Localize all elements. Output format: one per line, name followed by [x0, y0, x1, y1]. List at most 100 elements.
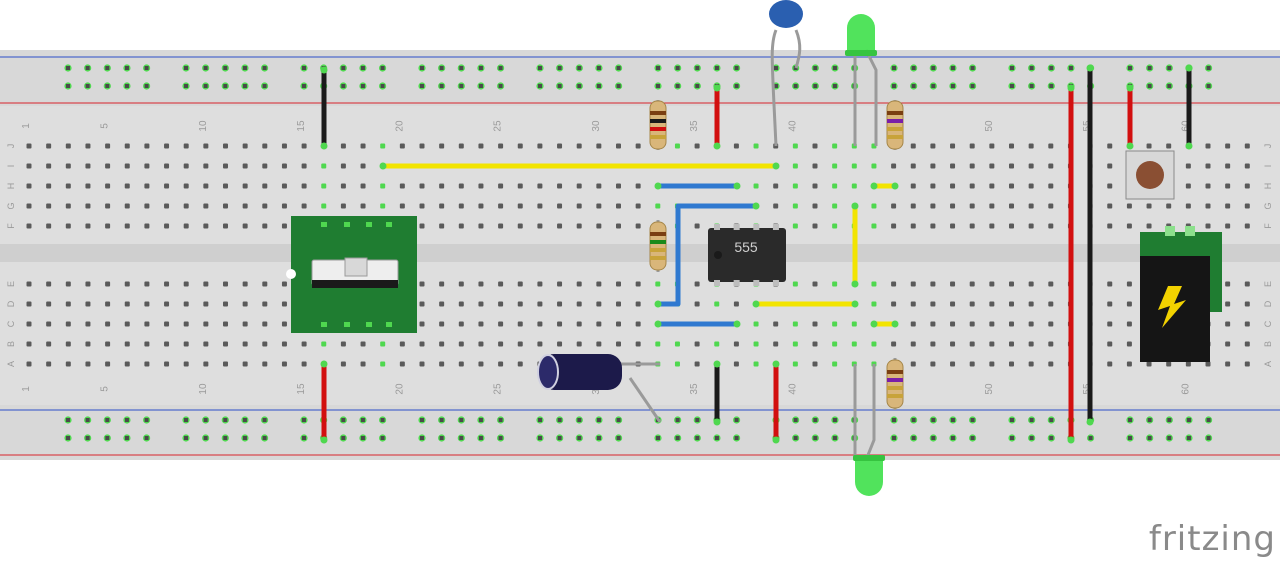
- hole: [66, 282, 71, 287]
- rail-hole-center: [1128, 418, 1132, 422]
- hole: [911, 282, 916, 287]
- rail-hole-center: [1148, 436, 1152, 440]
- hole: [478, 322, 483, 327]
- hole: [1048, 144, 1053, 149]
- hole: [439, 184, 444, 189]
- hole: [950, 322, 955, 327]
- hole: [439, 302, 444, 307]
- column-label-bottom: 15: [296, 383, 307, 395]
- hole: [832, 362, 837, 367]
- hole: [302, 184, 307, 189]
- hole: [321, 342, 326, 347]
- wire-yellow-end: [892, 321, 899, 328]
- hole: [891, 342, 896, 347]
- hole: [400, 184, 405, 189]
- hole: [66, 184, 71, 189]
- hole: [577, 204, 582, 209]
- hole: [439, 204, 444, 209]
- hole: [243, 302, 248, 307]
- rail-hole-center: [145, 66, 149, 70]
- hole: [282, 164, 287, 169]
- column-label-top: 1: [21, 123, 32, 129]
- hole: [813, 224, 818, 229]
- hole: [754, 184, 759, 189]
- hole: [596, 144, 601, 149]
- rail-hole-center: [341, 436, 345, 440]
- hole: [459, 204, 464, 209]
- hole: [813, 282, 818, 287]
- rail-hole-center: [479, 84, 483, 88]
- hole: [498, 282, 503, 287]
- hole: [793, 322, 798, 327]
- hole: [773, 184, 778, 189]
- hole: [282, 362, 287, 367]
- hole: [537, 322, 542, 327]
- hole: [773, 342, 778, 347]
- hole: [27, 362, 32, 367]
- hole: [1206, 184, 1211, 189]
- hole: [989, 144, 994, 149]
- hole: [871, 164, 876, 169]
- hole: [223, 184, 228, 189]
- hole: [773, 204, 778, 209]
- rail-hole-center: [577, 66, 581, 70]
- hole: [125, 184, 130, 189]
- hole: [577, 224, 582, 229]
- hole: [125, 282, 130, 287]
- rail-hole-center: [223, 66, 227, 70]
- rail-hole-center: [597, 436, 601, 440]
- hole: [537, 282, 542, 287]
- hole: [66, 322, 71, 327]
- hole: [596, 322, 601, 327]
- hole: [420, 342, 425, 347]
- hole: [754, 342, 759, 347]
- hole: [557, 342, 562, 347]
- rail-hole-center: [617, 436, 621, 440]
- hole: [243, 362, 248, 367]
- hole: [754, 362, 759, 367]
- row-label: E: [6, 281, 16, 287]
- wire-red-end: [773, 361, 780, 368]
- ic-pin: [714, 224, 720, 230]
- hole: [203, 144, 208, 149]
- rail-hole-center: [951, 66, 955, 70]
- hole: [911, 204, 916, 209]
- hole: [970, 224, 975, 229]
- hole: [262, 362, 267, 367]
- row-label: H: [6, 183, 16, 190]
- ic-pin: [734, 224, 740, 230]
- hole: [1147, 224, 1152, 229]
- rail-hole-center: [971, 436, 975, 440]
- hole: [813, 204, 818, 209]
- led-bottom-body: [855, 458, 883, 496]
- rail-hole-center: [794, 436, 798, 440]
- hole: [302, 144, 307, 149]
- wire-red-end: [714, 143, 721, 150]
- hole: [321, 184, 326, 189]
- resistor-top-right-band: [887, 135, 903, 139]
- hole: [478, 224, 483, 229]
- hole: [911, 302, 916, 307]
- rail-hole-center: [656, 84, 660, 88]
- hole: [85, 164, 90, 169]
- resistor-bottom-right-band: [887, 394, 903, 398]
- hole: [852, 342, 857, 347]
- hole: [557, 144, 562, 149]
- led-top-body: [847, 14, 875, 56]
- rail-hole-center: [676, 418, 680, 422]
- hole: [66, 302, 71, 307]
- hole: [66, 144, 71, 149]
- electrolytic-cap-top: [538, 355, 558, 389]
- slide-switch-notch: [286, 269, 296, 279]
- hole: [478, 342, 483, 347]
- rail-hole-center: [892, 66, 896, 70]
- hole: [871, 204, 876, 209]
- hole: [1029, 144, 1034, 149]
- hole: [262, 224, 267, 229]
- rail-hole-center: [813, 418, 817, 422]
- wire-yellow-end: [892, 183, 899, 190]
- hole: [1127, 204, 1132, 209]
- hole: [203, 302, 208, 307]
- hole: [164, 224, 169, 229]
- wire-black-end: [1087, 419, 1094, 426]
